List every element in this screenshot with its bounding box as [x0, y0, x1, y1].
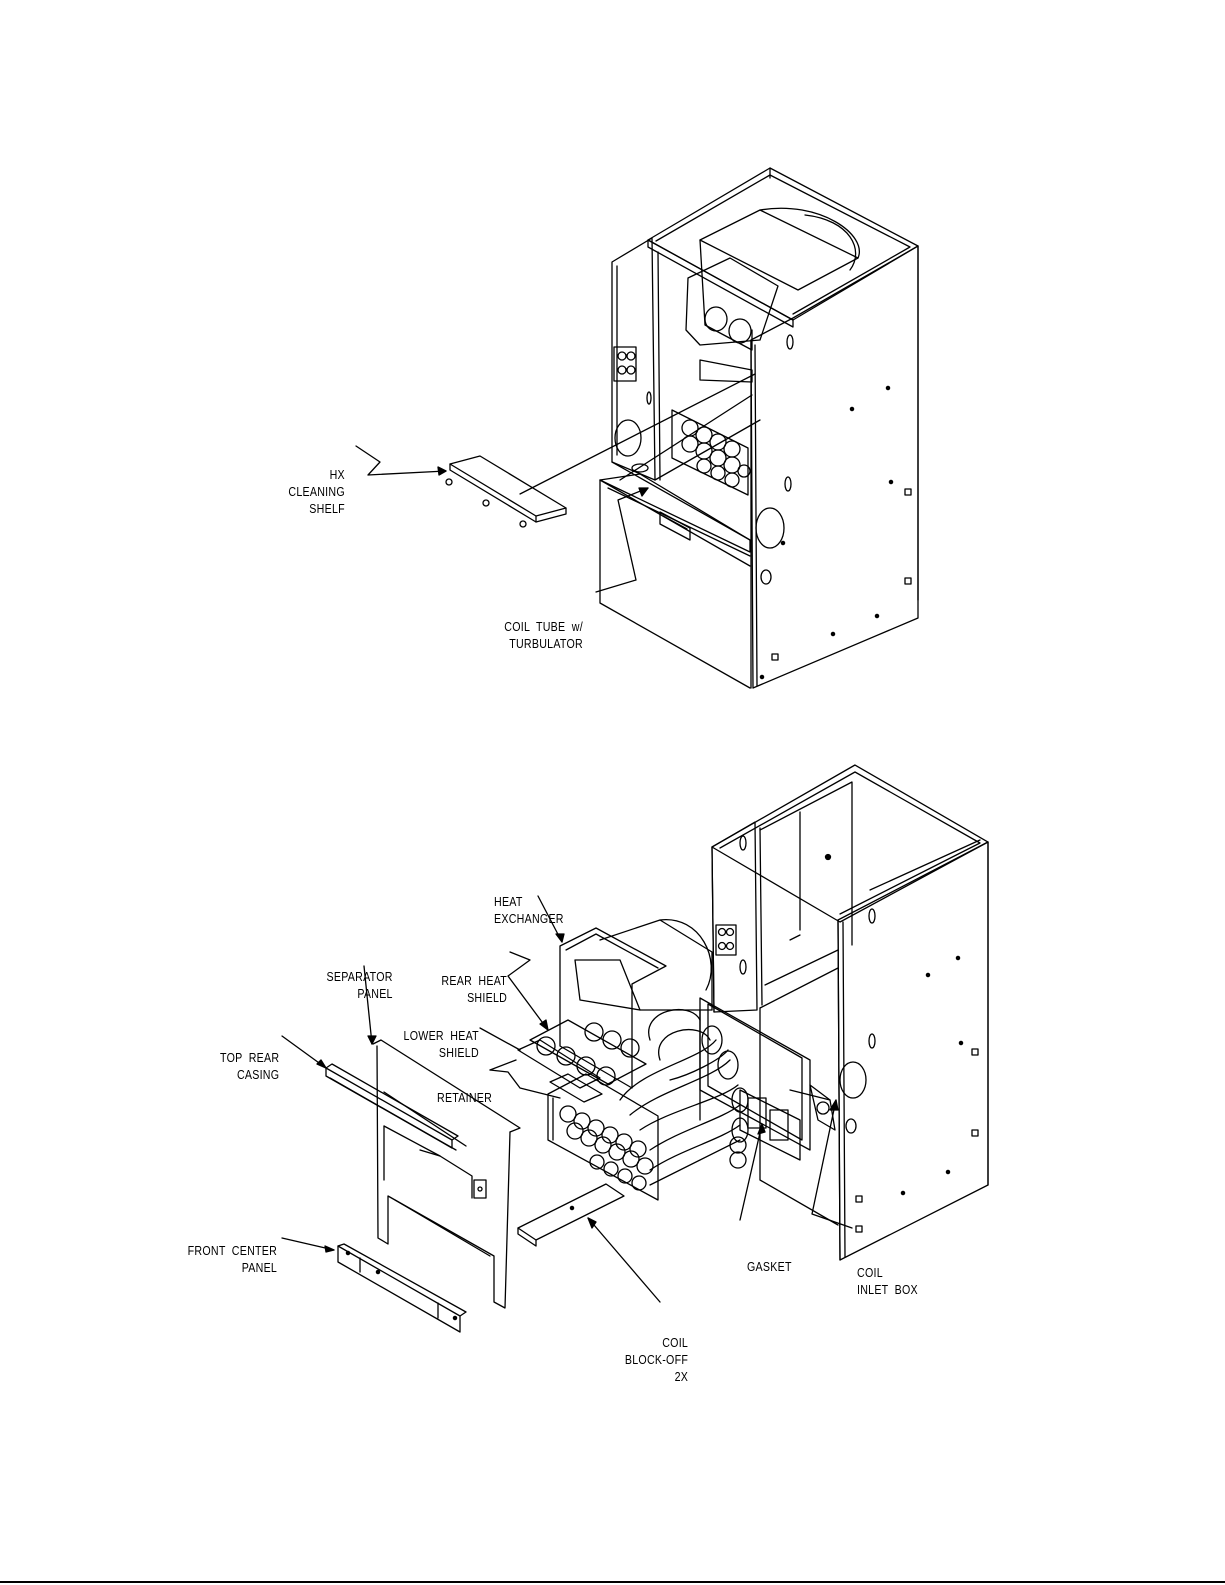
label-gasket: GASKET	[747, 1224, 792, 1292]
label-retainer: RETAINER	[437, 1055, 492, 1123]
arrow-hx-shelf	[438, 467, 446, 475]
hx-cleaning-shelf	[446, 456, 566, 527]
furnace-cabinet-bottom	[700, 765, 988, 1260]
heat-exchanger-assembly	[548, 920, 748, 1200]
front-center-panel	[338, 1244, 466, 1332]
heat-shields-retainer	[518, 1020, 646, 1102]
coil-block-off	[518, 1184, 624, 1246]
label-coil-tube: COIL TUBE w/TURBULATOR	[504, 584, 583, 669]
leader-hx-shelf	[356, 446, 446, 475]
arrow-coil-tube	[639, 488, 648, 496]
coil-plate-holes	[560, 1106, 653, 1190]
coil-inlet-box	[700, 998, 835, 1168]
page-bottom-rule	[0, 1581, 1225, 1583]
